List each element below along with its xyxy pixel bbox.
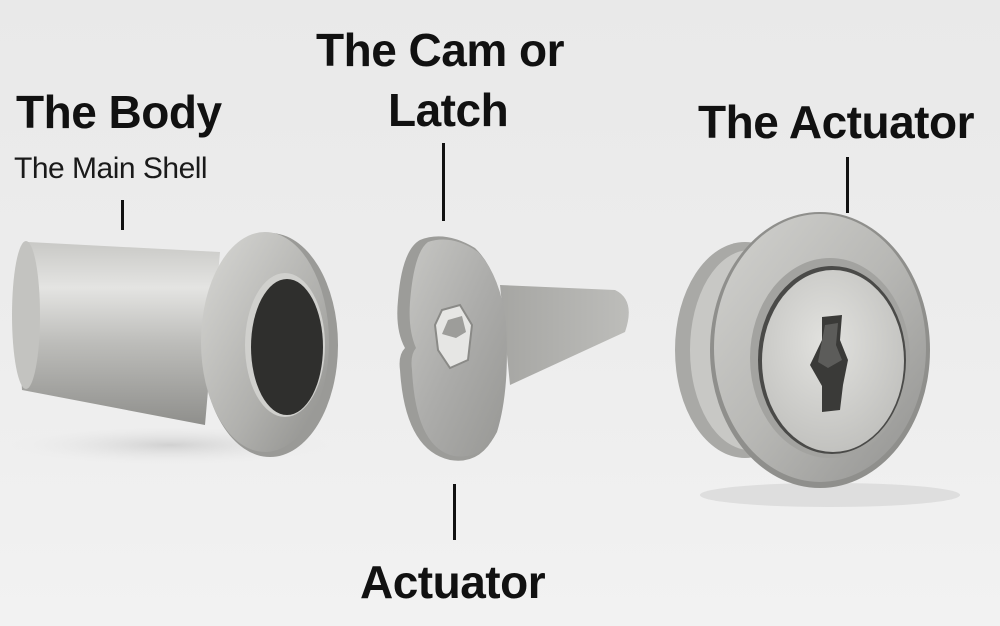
cam-title-line1: The Cam or — [316, 24, 565, 76]
body-part-illustration — [10, 232, 338, 465]
actuator-leader-line — [846, 157, 849, 213]
cam-leader-line-bottom — [453, 484, 456, 540]
cam-latch-part-illustration — [397, 236, 629, 461]
body-subtitle: The Main Shell — [14, 152, 208, 185]
actuator-title: The Actuator — [698, 96, 974, 148]
cam-bottom-label: Actuator — [360, 556, 546, 608]
cam-title-line2: Latch — [388, 84, 509, 136]
actuator-part-illustration — [675, 212, 960, 507]
body-title: The Body — [16, 86, 222, 138]
cam-leader-line-top — [442, 143, 445, 221]
body-leader-line — [121, 200, 124, 230]
